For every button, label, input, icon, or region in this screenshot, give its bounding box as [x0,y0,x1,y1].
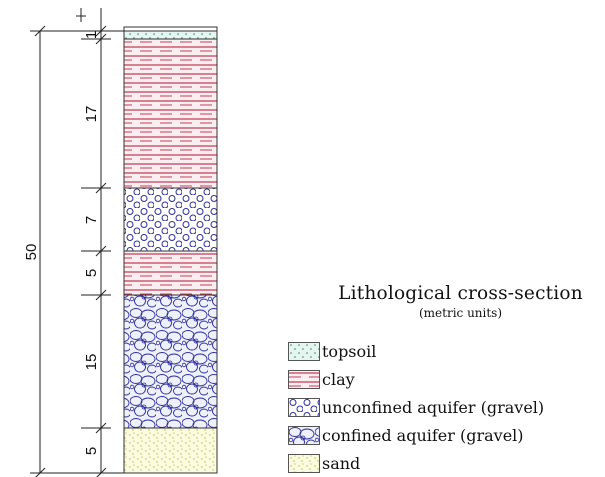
sand-swatch [288,453,320,473]
legend-item-sand: sand [288,452,360,474]
legend-label-sand: sand [322,453,361,473]
layer-topsoil [124,31,217,39]
dimension-label-total: 50 [23,244,40,261]
legend-item-clay: clay [288,368,355,390]
topsoil-swatch [288,341,320,361]
dimension-label-confined: 15 [83,354,100,371]
layer-unconfined-aquifer [124,188,217,251]
legend-item-confined: confined aquifer (gravel) [288,424,524,446]
layer-clay-lower [124,251,217,295]
legend-label-topsoil: topsoil [322,341,377,361]
unconfined-swatch [288,397,320,417]
legend-item-topsoil: topsoil [288,340,376,362]
legend-title-block: Lithological cross-section (metric units… [318,283,603,320]
layer-confined-aquifer [124,295,217,428]
diagram-subtitle: (metric units) [418,306,503,320]
legend-label-confined: confined aquifer (gravel) [322,425,524,445]
legend-item-unconfined: unconfined aquifer (gravel) [288,396,544,418]
clay-swatch [288,369,320,389]
dimension-label-clay-lower: 5 [83,269,100,277]
confined-swatch [288,425,320,445]
dimension-label-sand: 5 [83,447,100,455]
dimension-lines [30,8,124,477]
legend-label-clay: clay [322,369,355,389]
layer-sand [124,428,217,473]
layer-column [123,26,218,474]
legend-label-unconfined: unconfined aquifer (gravel) [322,397,545,417]
dimension-label-unconfined: 7 [83,216,100,224]
diagram-title: Lithological cross-section [338,283,583,304]
layer-clay-upper [124,39,217,188]
dimension-label-clay-upper: 17 [83,106,100,123]
dimension-label-topsoil: 1 [83,31,100,39]
